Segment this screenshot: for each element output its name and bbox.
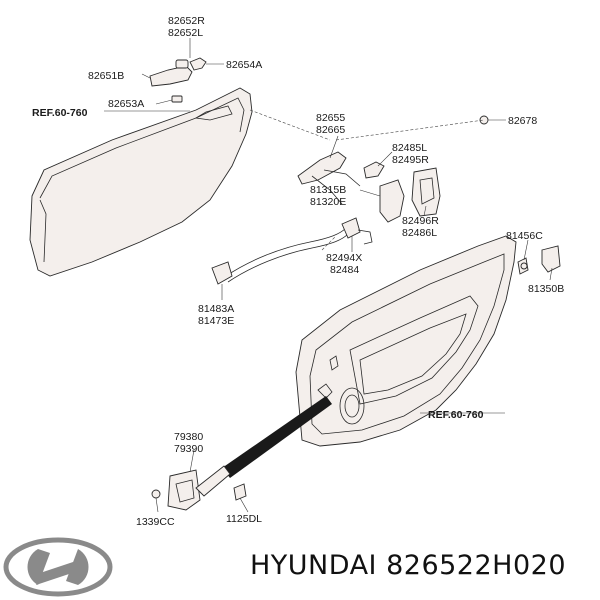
label-81320E: 81320E	[310, 196, 346, 208]
door-latch	[379, 167, 441, 223]
label-81456C: 81456C	[506, 230, 543, 242]
label-81315B: 81315B	[310, 184, 346, 196]
striker-assembly	[517, 245, 561, 275]
label-82655: 82655	[316, 112, 345, 124]
label-82665: 82665	[316, 124, 345, 136]
inner-handle-assembly	[297, 151, 385, 205]
label-82653A: 82653A	[108, 98, 144, 110]
label-82652L: 82652L	[168, 27, 203, 39]
label-79390: 79390	[174, 443, 203, 455]
label-82654A: 82654A	[226, 59, 262, 71]
label-81473E: 81473E	[198, 315, 234, 327]
hyundai-logo-icon	[3, 537, 113, 597]
lock-cable	[211, 217, 373, 285]
ref-label-bottom: REF.60-760	[428, 409, 484, 421]
label-82494X: 82494X	[326, 252, 362, 264]
label-1125DL: 1125DL	[226, 513, 262, 525]
ref-label-top: REF.60-760	[32, 107, 88, 119]
door-checker	[151, 396, 332, 511]
label-81483A: 81483A	[198, 303, 234, 315]
label-82495R: 82495R	[392, 154, 429, 166]
label-82652R: 82652R	[168, 15, 205, 27]
label-82485L: 82485L	[392, 142, 427, 154]
brand-part-number: HYUNDAI 826522H020	[250, 550, 566, 581]
inner-door-frame	[295, 235, 517, 447]
label-82484: 82484	[330, 264, 359, 276]
label-81350B: 81350B	[528, 283, 564, 295]
outer-door-panel	[29, 87, 253, 277]
label-1339CC: 1339CC	[136, 516, 175, 528]
leader-lines	[104, 38, 553, 513]
label-79380: 79380	[174, 431, 203, 443]
outer-handle-assembly	[149, 57, 207, 103]
label-82486L: 82486L	[402, 227, 437, 239]
label-82651B: 82651B	[88, 70, 124, 82]
part-labels: 82652R 82652L 82654A 82651B 82653A REF.6…	[32, 15, 564, 528]
label-82496R: 82496R	[402, 215, 439, 227]
label-82678: 82678	[508, 115, 537, 127]
